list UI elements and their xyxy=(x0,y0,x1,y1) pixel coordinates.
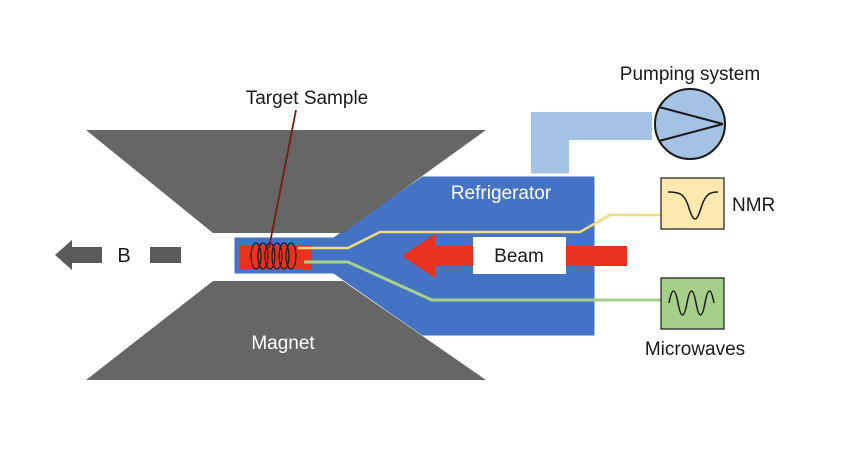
nmr-coil xyxy=(250,242,297,270)
pumping-system-label: Pumping system xyxy=(620,64,760,85)
nmr-box xyxy=(660,177,725,230)
field-arrow-dash xyxy=(150,247,181,263)
nmr-cable xyxy=(298,213,661,250)
beam-arrow xyxy=(402,234,627,278)
refrigerator-label: Refrigerator xyxy=(451,183,552,204)
beam-arrow-head xyxy=(402,234,435,278)
beam-label: Beam xyxy=(494,246,544,267)
magnet-label: Magnet xyxy=(251,333,315,354)
target-sample-label: Target Sample xyxy=(246,88,369,109)
field-arrow-head xyxy=(55,240,102,270)
beam-arrow-shaft-right xyxy=(566,246,627,266)
microwave-box xyxy=(660,277,725,330)
field-label: B xyxy=(117,245,130,267)
nmr-signal-icon xyxy=(667,191,719,220)
microwave-cable xyxy=(304,260,661,302)
pumping-pipe xyxy=(531,112,652,175)
beam-label-box xyxy=(473,237,566,274)
microwave-signal-icon xyxy=(668,290,715,316)
pump-icon xyxy=(654,88,726,160)
magnet-upper-pole xyxy=(86,130,486,233)
nmr-label: NMR xyxy=(732,195,775,216)
magnet-lower-pole xyxy=(86,281,486,380)
target-sample-pointer xyxy=(268,109,297,249)
beam-arrow-shaft-left xyxy=(435,246,473,266)
field-arrow xyxy=(55,240,181,270)
microwaves-label: Microwaves xyxy=(645,339,745,360)
